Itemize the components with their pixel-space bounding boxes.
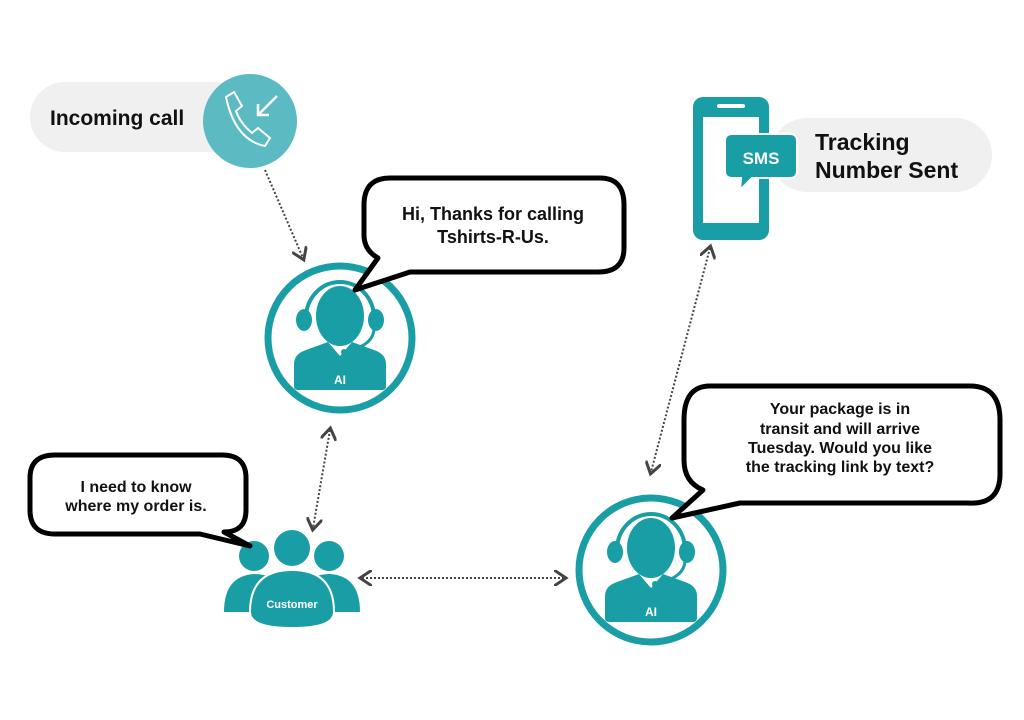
bubble-line: Hi, Thanks for calling: [402, 204, 584, 224]
customer-icon: Customer: [224, 530, 360, 630]
ai-agent-label: AI: [334, 373, 346, 387]
bubble-line: the tracking link by text?: [746, 459, 934, 476]
ai-agent-icon: AI: [268, 266, 412, 410]
bubble-line: I need to know: [80, 479, 192, 496]
agent-sms-arrow: [651, 248, 710, 472]
incoming-call-pill: [30, 82, 250, 152]
call-to-agent-arrow: [264, 169, 303, 258]
sms-label-line: Number Sent: [815, 157, 958, 183]
sms-badge: SMS: [724, 133, 798, 193]
ai-agent-icon: AI: [579, 498, 723, 642]
incoming-call-icon: [203, 74, 297, 168]
bubble-line: Your package is in: [770, 401, 910, 418]
incoming-call-label: Incoming call: [50, 107, 184, 130]
sms-pill: [770, 118, 992, 192]
bubble-line: Tshirts-R-Us.: [437, 227, 549, 247]
agent-customer-arrow: [313, 430, 330, 528]
sms-label-line: Tracking: [815, 129, 910, 155]
sms-node: SMS Tracking Number Sent: [693, 97, 992, 240]
ai-agent-label: AI: [645, 605, 657, 619]
agent-greeting-bubble: Hi, Thanks for calling Tshirts-R-Us.: [352, 175, 627, 293]
bubble-line: Tuesday. Would you like: [748, 440, 932, 457]
bubble-line: where my order is.: [64, 498, 206, 515]
incoming-call-node: Incoming call: [30, 74, 297, 168]
agent-reply-bubble: Your package is in transit and will arri…: [669, 383, 1003, 521]
customer-bubble: I need to know where my order is.: [27, 452, 253, 549]
bubble-line: transit and will arrive: [760, 421, 920, 438]
sms-badge-label: SMS: [743, 149, 780, 168]
customer-label: Customer: [266, 599, 318, 611]
